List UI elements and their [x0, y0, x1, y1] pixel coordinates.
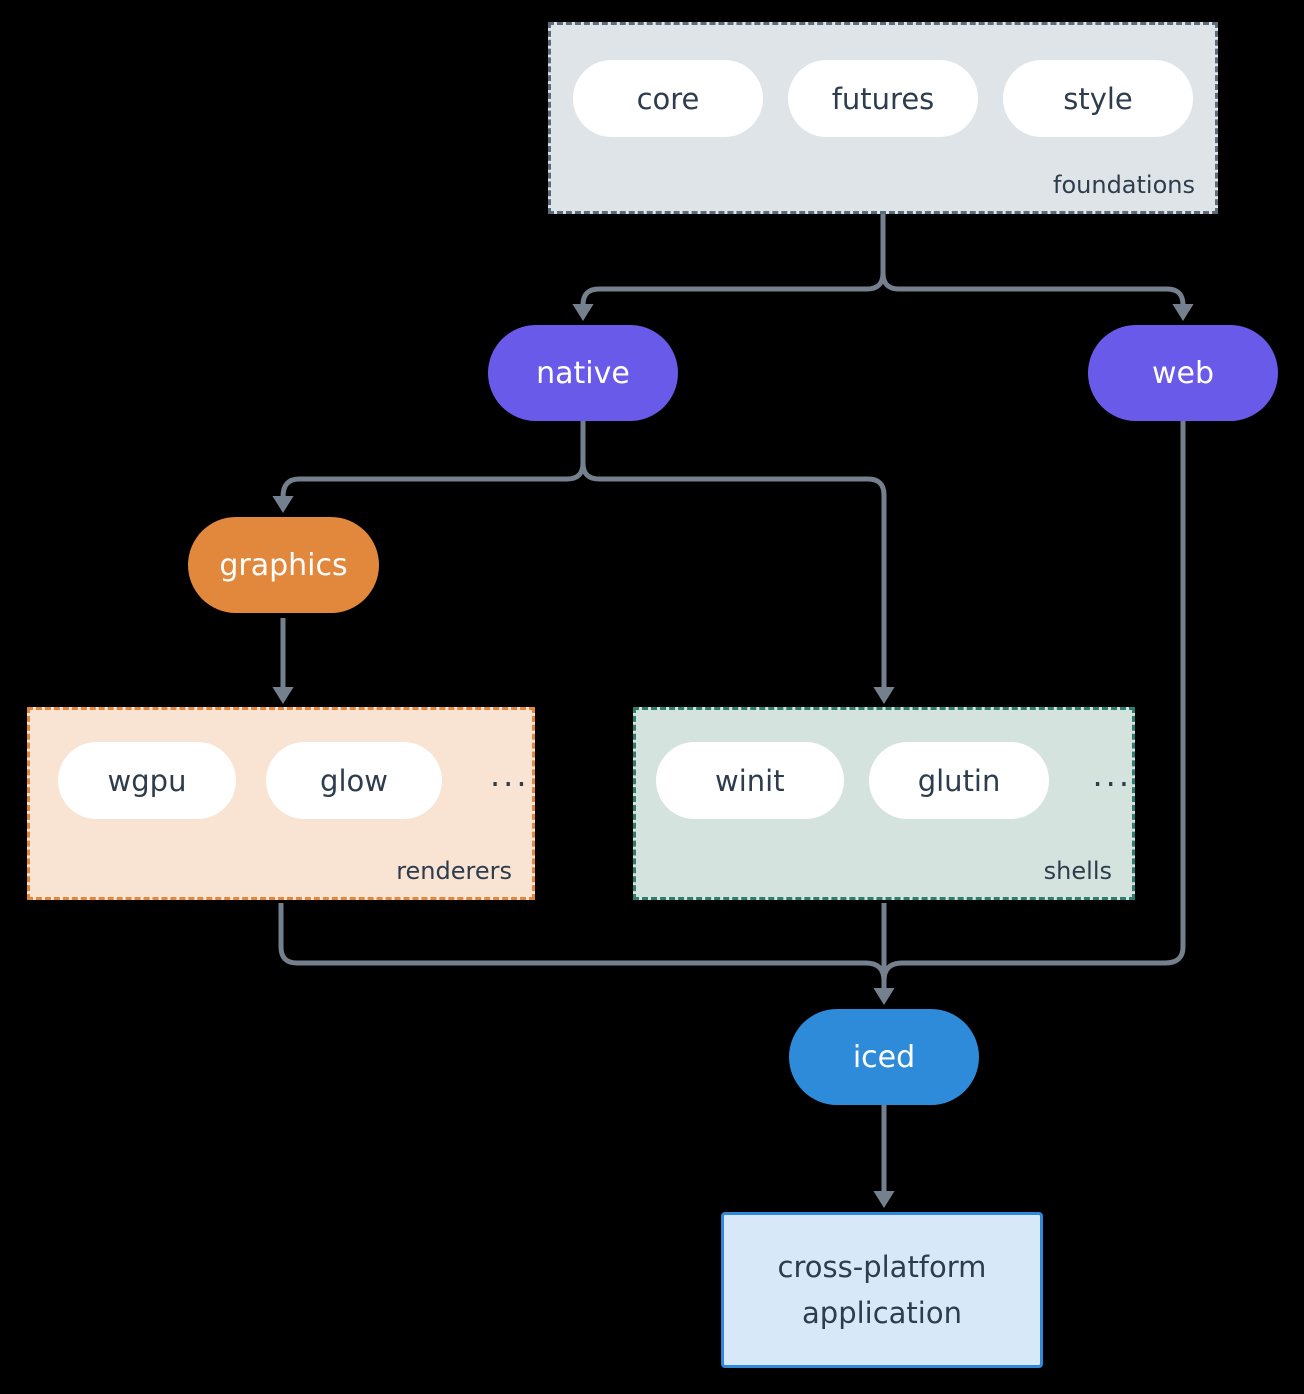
node-wgpu: wgpu	[58, 742, 236, 819]
renderers-pill-row: wgpu glow ...	[30, 710, 532, 819]
node-graphics: graphics	[188, 517, 379, 613]
foundations-pill-row: core futures style	[551, 25, 1215, 137]
edge-native-graphics	[272, 421, 586, 513]
node-iced: iced	[789, 1009, 979, 1105]
node-web: web	[1088, 325, 1278, 421]
renderers-group: wgpu glow ... renderers	[27, 707, 535, 900]
edge-native-shells	[580, 421, 895, 704]
edge-foundations-native	[572, 214, 886, 321]
node-native: native	[488, 325, 678, 421]
node-glow: glow	[266, 742, 442, 819]
foundations-group: core futures style foundations	[548, 22, 1218, 214]
edge-renderers-iced	[278, 903, 887, 982]
node-glutin: glutin	[868, 742, 1050, 819]
node-style: style	[1003, 60, 1193, 137]
node-core: core	[573, 60, 763, 137]
renderers-ellipsis: ...	[490, 755, 530, 794]
shells-group: winit glutin ... shells	[633, 707, 1135, 900]
node-winit: winit	[656, 742, 844, 819]
node-futures: futures	[788, 60, 978, 137]
shells-group-label: shells	[1043, 857, 1112, 885]
renderers-group-label: renderers	[396, 857, 512, 885]
foundations-group-label: foundations	[1053, 171, 1195, 199]
edge-foundations-web	[880, 214, 1194, 321]
node-cross-platform-application: cross-platform application	[721, 1212, 1043, 1368]
shells-pill-row: winit glutin ...	[636, 710, 1132, 819]
shells-ellipsis: ...	[1092, 755, 1132, 794]
